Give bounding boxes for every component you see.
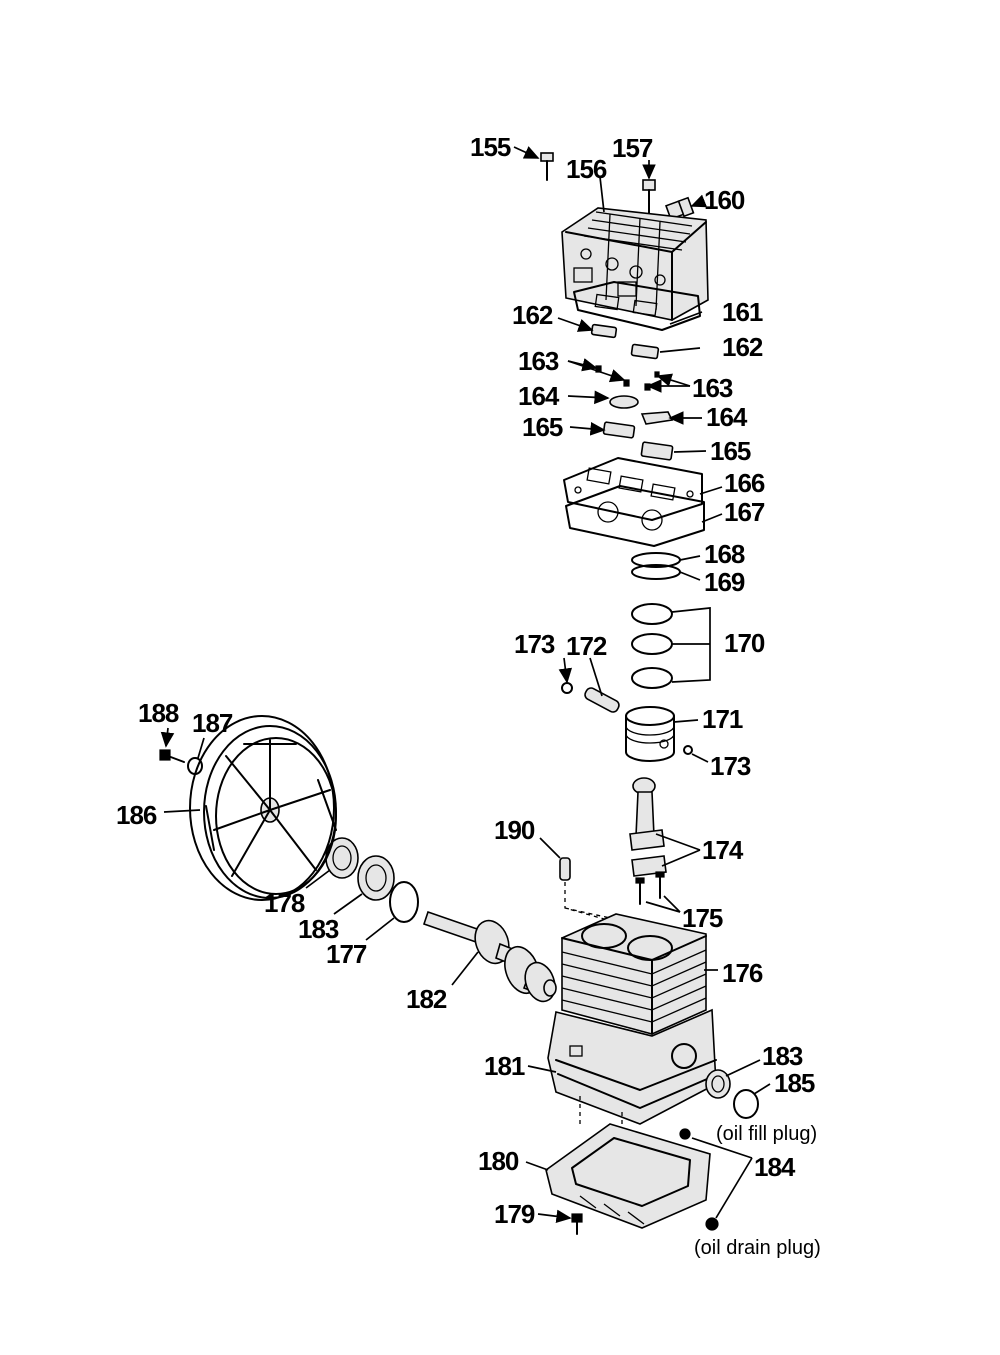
part-185-cap (733, 1089, 759, 1119)
label-190: 190 (494, 815, 535, 845)
part-179-bolt (571, 1213, 583, 1235)
label-188: 188 (138, 698, 179, 728)
note-oil-fill-plug: (oil fill plug) (716, 1123, 817, 1145)
label-163-left: 163 (518, 346, 559, 376)
part-173-clip-left (561, 682, 573, 694)
label-183-right: 183 (762, 1041, 803, 1071)
part-166-valve-plate (563, 457, 703, 521)
label-161: 161 (722, 297, 763, 327)
label-171: 171 (702, 704, 743, 734)
part-184-oil-drain-plug (705, 1217, 719, 1231)
label-174: 174 (702, 835, 744, 865)
part-183-seal-right (705, 1069, 731, 1099)
label-170: 170 (724, 628, 765, 658)
label-182: 182 (406, 984, 447, 1014)
label-166: 166 (724, 468, 765, 498)
part-162-valve-left (590, 323, 618, 339)
part-labels: 155 156 157 160 161 162 162 163 163 164 … (116, 132, 821, 1259)
part-164-valve-left (609, 395, 639, 409)
label-155: 155 (470, 132, 511, 162)
label-177: 177 (326, 939, 367, 969)
label-169: 169 (704, 567, 745, 597)
part-188-bolt (159, 749, 185, 763)
note-oil-drain-plug: (oil drain plug) (694, 1237, 821, 1259)
label-172: 172 (566, 631, 607, 661)
part-183-bearing-left (357, 855, 395, 901)
label-175: 175 (682, 903, 723, 933)
label-186: 186 (116, 800, 157, 830)
part-162-valve-right (630, 343, 660, 360)
label-187: 187 (192, 708, 233, 738)
leader-lines (160, 146, 771, 1224)
label-162-right: 162 (722, 332, 763, 362)
part-160-fitting (665, 196, 695, 220)
label-179: 179 (494, 1199, 535, 1229)
part-176-cylinder (561, 913, 707, 1035)
part-167-gasket (565, 485, 705, 547)
part-181-crankcase (547, 1008, 717, 1125)
part-180-base (545, 1096, 711, 1229)
label-156: 156 (566, 154, 607, 184)
part-174-connecting-rod (629, 777, 667, 877)
part-172-wrist-pin (584, 687, 620, 713)
part-177-seal (389, 881, 419, 923)
part-182-crankshaft (422, 910, 557, 1003)
label-164-right: 164 (706, 402, 748, 432)
part-155-bolt (540, 152, 554, 181)
label-183-left: 183 (298, 914, 339, 944)
label-181: 181 (484, 1051, 525, 1081)
part-165-plate-right (640, 441, 674, 461)
label-168: 168 (704, 539, 745, 569)
label-173-top: 173 (514, 629, 555, 659)
part-184-oil-fill-plug (679, 1128, 691, 1140)
label-164-left: 164 (518, 381, 560, 411)
part-171-piston (625, 706, 675, 762)
label-162-left: 162 (512, 300, 553, 330)
label-180: 180 (478, 1146, 519, 1176)
label-165-right: 165 (710, 436, 751, 466)
label-163-right: 163 (692, 373, 733, 403)
label-185: 185 (774, 1068, 815, 1098)
part-165-plate-left (602, 421, 636, 439)
part-186-flywheel (189, 715, 337, 901)
part-175-bolts (635, 871, 665, 905)
label-173-right: 173 (710, 751, 751, 781)
part-164-valve-right (640, 411, 674, 425)
label-167: 167 (724, 497, 765, 527)
part-161-gasket (573, 281, 701, 331)
label-184: 184 (754, 1152, 796, 1182)
part-187-washer (187, 757, 203, 775)
label-176: 176 (722, 958, 763, 988)
label-178: 178 (264, 888, 305, 918)
part-170-rings (631, 603, 673, 689)
part-173-clip-right (683, 745, 693, 755)
label-165-left: 165 (522, 412, 563, 442)
label-160: 160 (704, 185, 745, 215)
label-157: 157 (612, 133, 653, 163)
